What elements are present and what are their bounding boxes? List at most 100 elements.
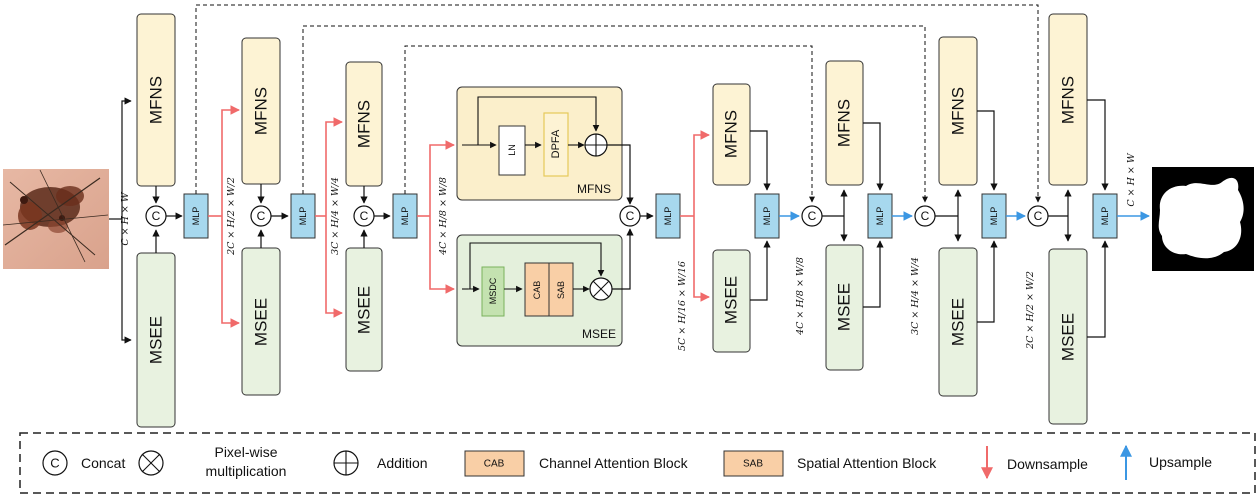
svg-text:SAB: SAB	[743, 459, 763, 470]
svg-text:C: C	[1034, 209, 1043, 223]
mfns-detail-panel: LN DPFA MFNS	[456, 86, 623, 201]
mlp-block: MLP	[1092, 193, 1118, 239]
mlp-block: MLP	[392, 193, 418, 239]
msee-block-dec3: MSEE	[938, 247, 978, 397]
svg-text:C: C	[257, 209, 266, 223]
msee-detail-title: MSEE	[582, 327, 616, 341]
dim-label: 2C × H/2 × W/2	[226, 177, 237, 256]
mfns-label: MFNS	[355, 100, 374, 148]
legend: C Concat Pixel-wise multiplication Addit…	[19, 432, 1256, 494]
msee-block-dec4: MSEE	[825, 244, 864, 371]
svg-text:MLP: MLP	[400, 207, 410, 226]
concat-node: C	[619, 205, 641, 227]
svg-text:C: C	[626, 209, 635, 223]
msee-detail-panel: MSDC CAB SAB MSEE	[456, 234, 623, 347]
svg-text:MSDC: MSDC	[488, 277, 498, 304]
mlp-block: MLP	[981, 193, 1007, 239]
cab-sab-group: CAB SAB	[524, 262, 574, 317]
msee-block-enc1: MSEE	[136, 252, 176, 428]
legend-sab: SAB Spatial Attention Block	[723, 450, 937, 477]
msee-label: MSEE	[1059, 313, 1078, 361]
svg-text:C: C	[921, 209, 930, 223]
msdc-block: MSDC	[481, 266, 505, 317]
svg-text:CAB: CAB	[484, 459, 505, 470]
addition-node	[584, 133, 608, 157]
dim-label: C × H × W	[120, 191, 131, 246]
msee-block-bottleneck: MSEE	[712, 249, 751, 353]
dim-label: 3C × H/4 × W/4	[910, 257, 921, 335]
concat-node: C	[801, 205, 823, 227]
svg-text:MLP: MLP	[989, 207, 999, 226]
svg-text:Pixel-wise: Pixel-wise	[214, 444, 277, 460]
svg-text:MLP: MLP	[762, 207, 772, 226]
svg-text:MLP: MLP	[875, 207, 885, 226]
svg-text:C: C	[808, 209, 817, 223]
mfns-label: MFNS	[949, 87, 968, 135]
svg-text:Addition: Addition	[377, 455, 428, 471]
mfns-label: MFNS	[147, 76, 166, 124]
mfns-block-dec2: MFNS	[1048, 13, 1088, 186]
msee-block-enc3: MSEE	[345, 247, 383, 372]
svg-text:Concat: Concat	[81, 455, 125, 471]
legend-downsample: Downsample	[981, 446, 1088, 480]
msee-label: MSEE	[355, 286, 374, 334]
msee-label: MSEE	[147, 316, 166, 364]
svg-text:MLP: MLP	[298, 207, 308, 226]
output-mask	[1152, 167, 1254, 271]
svg-text:Channel Attention Block: Channel Attention Block	[539, 455, 689, 471]
concat-node: C	[1027, 205, 1049, 227]
svg-text:MLP: MLP	[663, 207, 673, 226]
multiply-node	[589, 277, 613, 301]
mfns-block-enc3: MFNS	[345, 61, 383, 187]
svg-text:Downsample: Downsample	[1007, 456, 1088, 472]
svg-text:MLP: MLP	[1100, 207, 1110, 226]
svg-text:Upsample: Upsample	[1149, 454, 1212, 470]
msee-block-enc2: MSEE	[241, 247, 281, 396]
concat-node: C	[353, 205, 375, 227]
input-image	[2, 169, 109, 269]
mfns-block-dec3: MFNS	[938, 36, 978, 186]
msee-block-dec2: MSEE	[1048, 248, 1088, 425]
mlp-block: MLP	[290, 193, 316, 239]
legend-addition: Addition	[333, 450, 428, 476]
legend-concat: C Concat	[42, 450, 125, 476]
legend-cab: CAB Channel Attention Block	[464, 450, 689, 477]
mfns-block-enc1: MFNS	[136, 13, 176, 187]
svg-text:multiplication: multiplication	[206, 463, 287, 479]
svg-text:C: C	[360, 209, 369, 223]
svg-text:Spatial Attention Block: Spatial Attention Block	[797, 455, 937, 471]
mfns-label: MFNS	[252, 87, 271, 135]
legend-border	[19, 432, 1256, 494]
concat-node: C	[145, 205, 167, 227]
msee-label: MSEE	[949, 298, 968, 346]
mlp-block: MLP	[655, 193, 681, 239]
msee-label: MSEE	[252, 298, 271, 346]
svg-text:C: C	[152, 209, 161, 223]
mfns-block-bottleneck: MFNS	[712, 83, 751, 186]
svg-text:C: C	[50, 456, 59, 471]
mlp-block: MLP	[183, 193, 209, 239]
skip-connections	[195, 4, 1041, 203]
mfns-label: MFNS	[722, 110, 741, 158]
dim-label: 2C × H/2 × W/2	[1025, 271, 1036, 350]
legend-upsample: Upsample	[1120, 444, 1212, 480]
msee-label: MSEE	[835, 283, 854, 331]
dpfa-block: DPFA	[543, 112, 569, 177]
svg-text:LN: LN	[507, 144, 517, 156]
msee-label: MSEE	[722, 276, 741, 324]
dim-label: C × H × W	[1126, 152, 1137, 207]
mfns-block-dec4: MFNS	[825, 60, 864, 186]
concat-node: C	[914, 205, 936, 227]
mfns-label: MFNS	[1059, 76, 1078, 124]
dim-label: 4C × H/8 × W/8	[438, 177, 449, 256]
dim-label: 3C × H/4 × W/4	[330, 177, 341, 255]
dim-label: 5C × H/16 × W/16	[677, 261, 688, 351]
mfns-detail-title: MFNS	[577, 182, 611, 196]
mfns-block-enc2: MFNS	[241, 37, 281, 185]
svg-text:DPFA: DPFA	[550, 129, 562, 158]
svg-text:MLP: MLP	[191, 207, 201, 226]
mlp-block: MLP	[867, 193, 893, 239]
mlp-block: MLP	[754, 193, 780, 239]
concat-node: C	[250, 205, 272, 227]
